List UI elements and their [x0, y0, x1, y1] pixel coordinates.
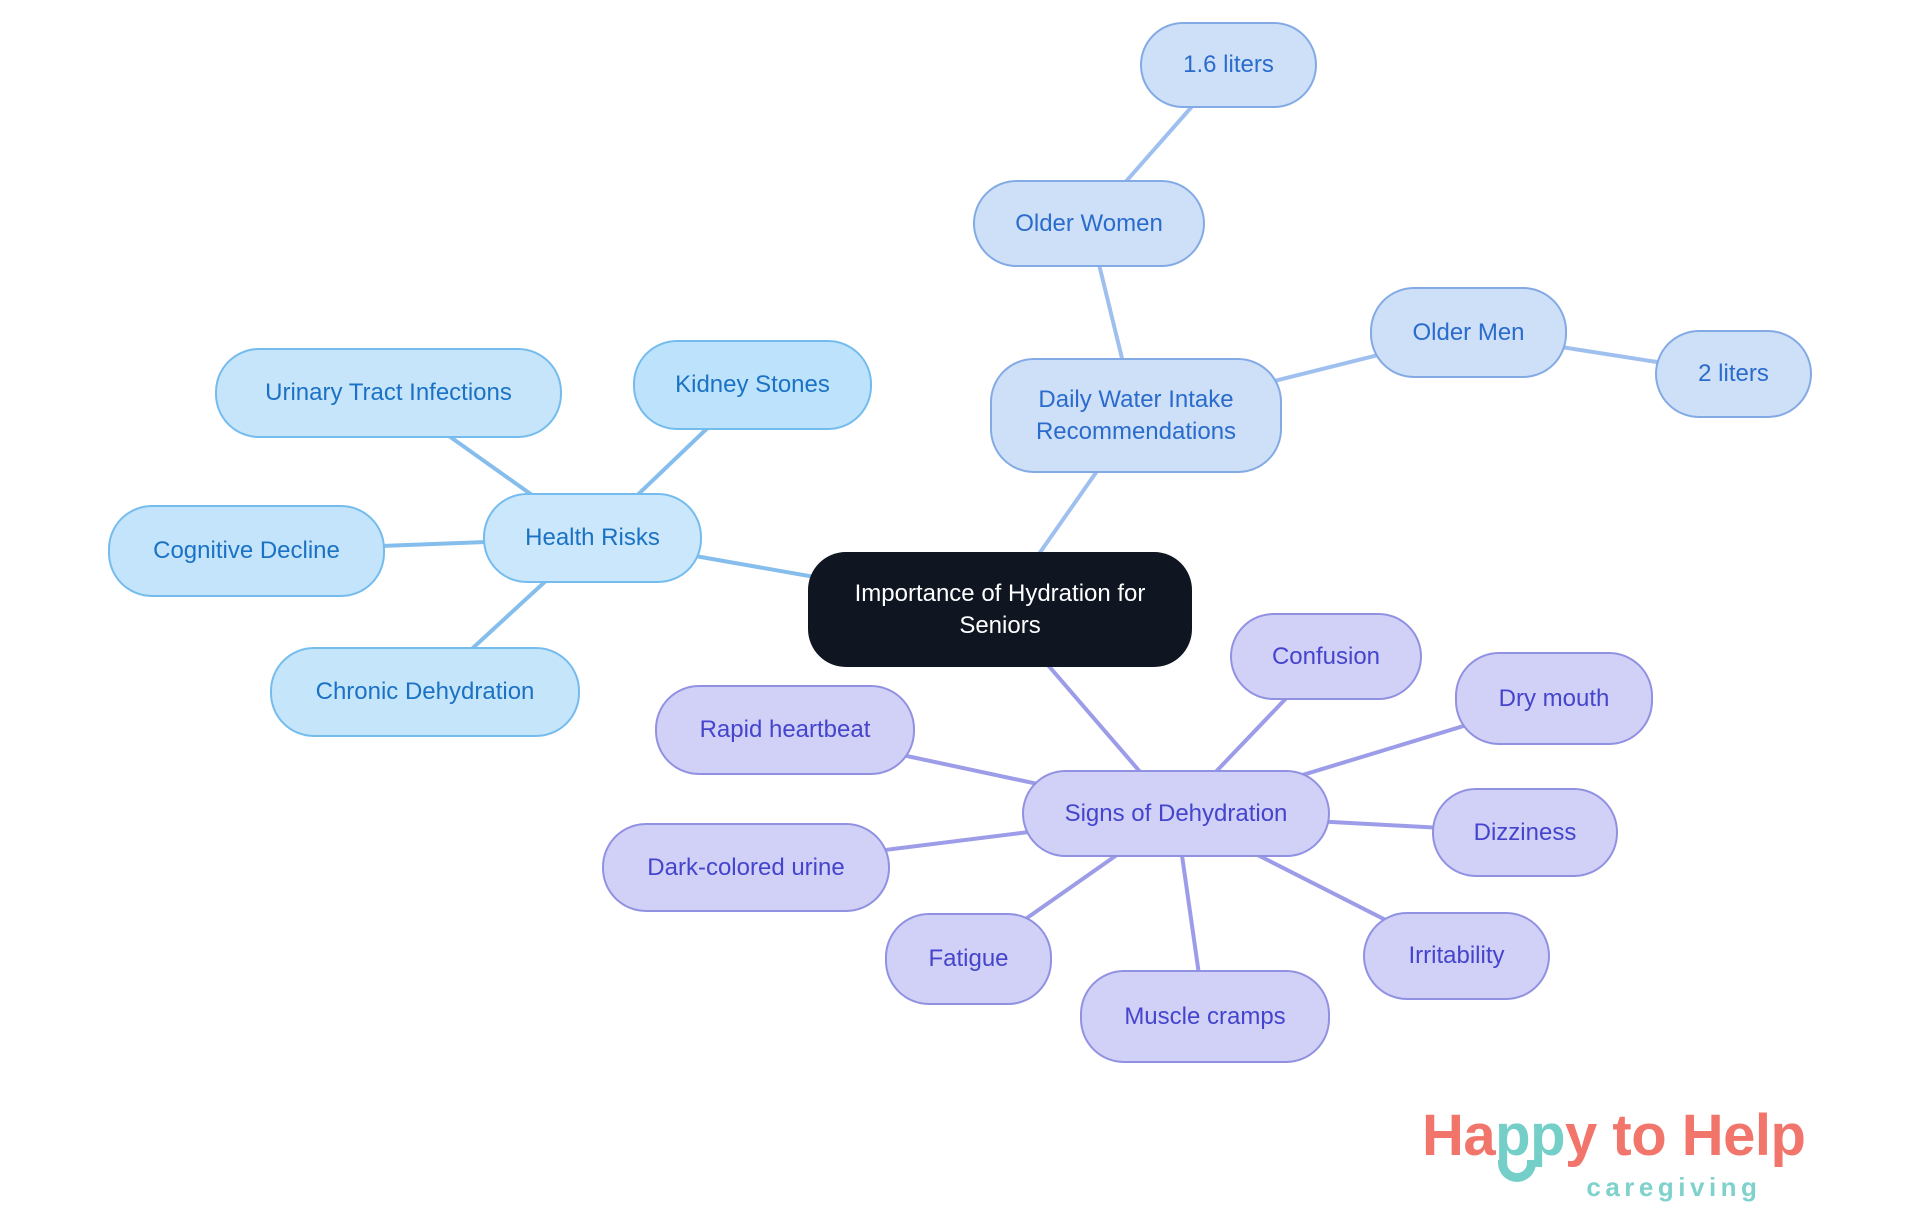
node-label: Muscle cramps: [1124, 1002, 1286, 1030]
node-label: Older Men: [1412, 318, 1525, 346]
node-cognitive-decline: Cognitive Decline: [108, 505, 385, 597]
node-label: 2 liters: [1698, 360, 1769, 388]
node-label: Signs of Dehydration: [1064, 799, 1288, 827]
node-dark-colored-urine: Dark-colored urine: [602, 823, 890, 912]
node-label: Importance of Hydration for Seniors: [854, 580, 1146, 639]
node-label: 1.6 liters: [1183, 51, 1274, 79]
node-label: Dark-colored urine: [647, 853, 845, 881]
logo-tagline: caregiving: [1586, 1171, 1762, 1202]
node-dry-mouth: Dry mouth: [1455, 652, 1653, 745]
node-label: Urinary Tract Infections: [265, 379, 512, 407]
node-urinary-tract-infections: Urinary Tract Infections: [215, 348, 562, 438]
node-label: Cognitive Decline: [153, 537, 340, 565]
node-label: Older Women: [1015, 209, 1163, 237]
node-label: Daily Water Intake Recommendations: [1035, 386, 1237, 445]
node-label: Fatigue: [928, 945, 1009, 973]
node-rapid-heartbeat: Rapid heartbeat: [655, 685, 915, 775]
logo-text-pp-wrap: pp: [1495, 1103, 1566, 1182]
node-central: Importance of Hydration for Seniors: [808, 552, 1192, 667]
logo-text-pp: pp: [1495, 1103, 1566, 1168]
node-signs-of-dehydration: Signs of Dehydration: [1022, 770, 1330, 857]
logo-text-ha: Ha: [1422, 1103, 1496, 1168]
node-muscle-cramps: Muscle cramps: [1080, 970, 1330, 1063]
node-fatigue: Fatigue: [885, 913, 1052, 1005]
node-daily-water-intake: Daily Water Intake Recommendations: [990, 358, 1282, 473]
logo-text-rest: y to Help: [1565, 1103, 1806, 1168]
node-chronic-dehydration: Chronic Dehydration: [270, 647, 580, 737]
node-liters-1-6: 1.6 liters: [1140, 22, 1317, 108]
node-label: Irritability: [1408, 942, 1505, 970]
node-older-women: Older Women: [973, 180, 1205, 267]
node-kidney-stones: Kidney Stones: [633, 340, 872, 430]
node-confusion: Confusion: [1230, 613, 1422, 700]
node-label: Rapid heartbeat: [699, 716, 871, 744]
node-label: Health Risks: [525, 524, 660, 552]
node-label: Dry mouth: [1498, 684, 1610, 712]
smile-icon: [1498, 1160, 1537, 1182]
node-irritability: Irritability: [1363, 912, 1550, 1000]
node-label: Chronic Dehydration: [315, 678, 535, 706]
node-label: Dizziness: [1473, 818, 1577, 846]
node-label: Kidney Stones: [675, 371, 830, 399]
node-dizziness: Dizziness: [1432, 788, 1618, 877]
node-health-risks: Health Risks: [483, 493, 702, 583]
node-label: Confusion: [1271, 642, 1381, 670]
node-older-men: Older Men: [1370, 287, 1567, 378]
node-liters-2: 2 liters: [1655, 330, 1812, 418]
